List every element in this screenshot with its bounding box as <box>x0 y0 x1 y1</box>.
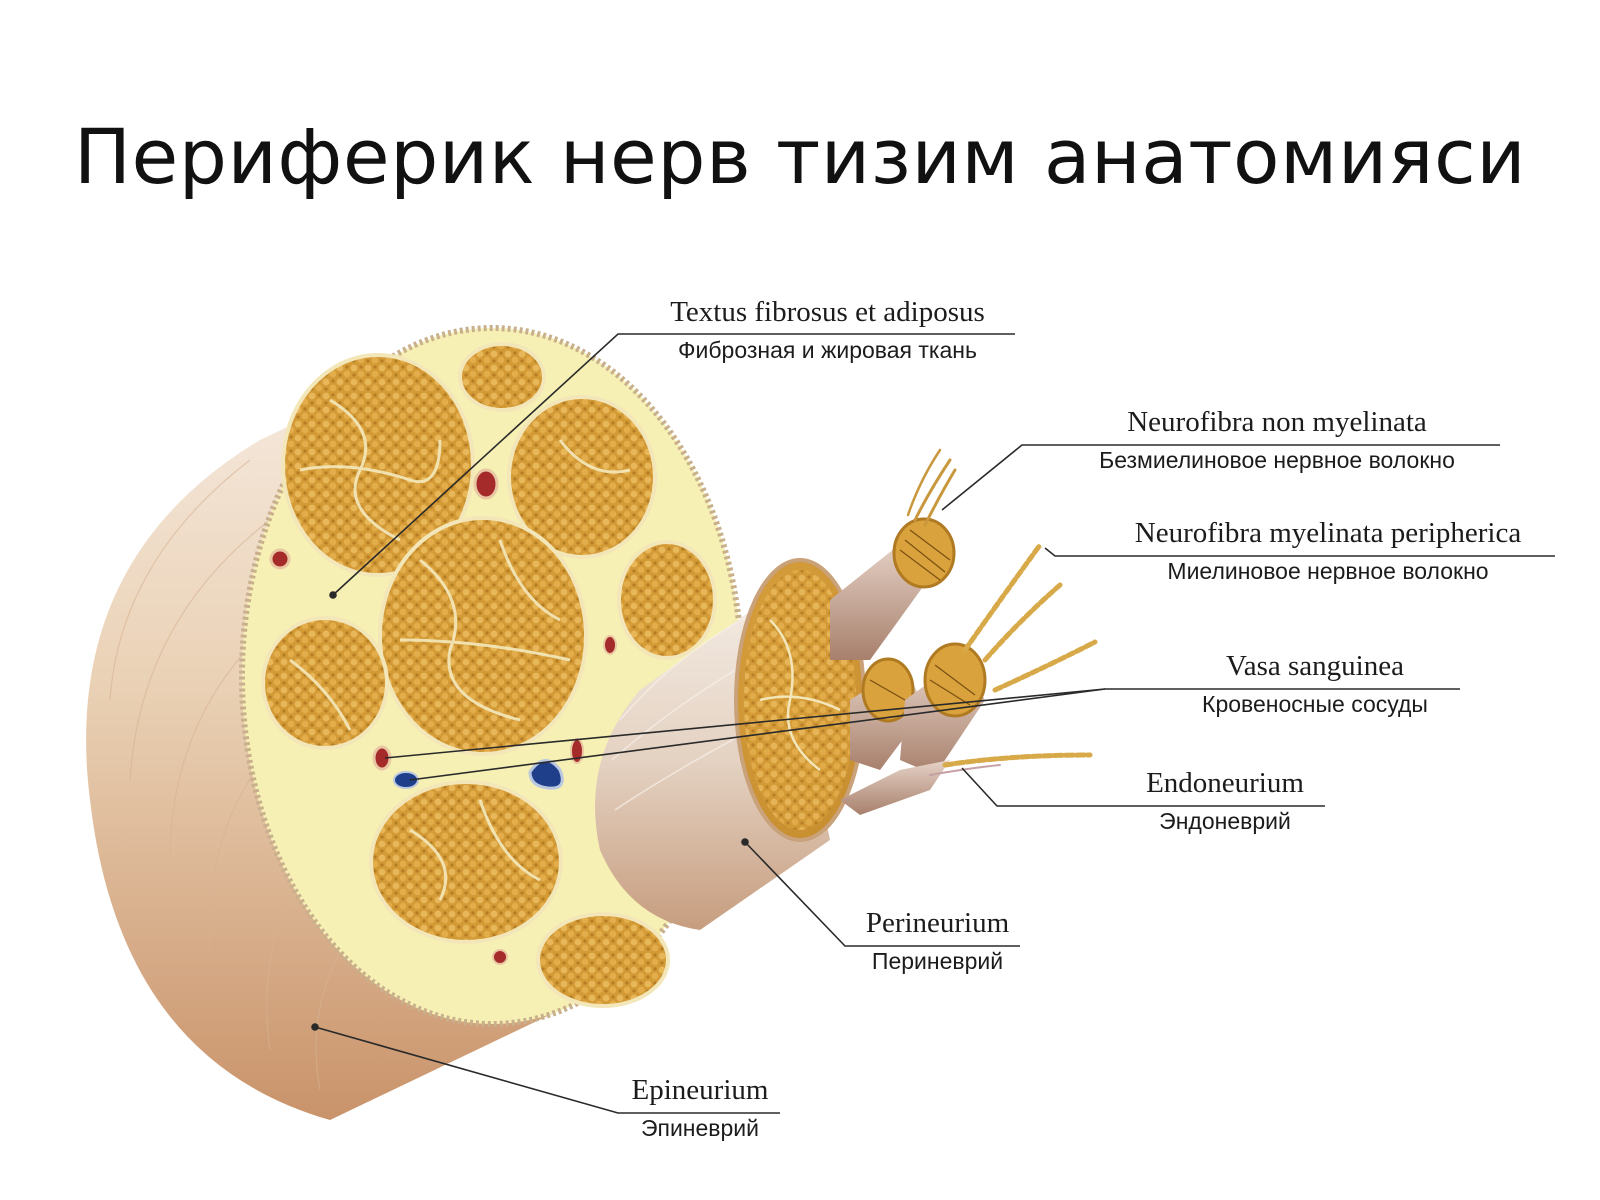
nerve-fibre-bundles <box>830 517 987 815</box>
label-fibrous-adipose-tissue: Textus fibrosus et adiposus Фиброзная и … <box>670 296 985 363</box>
slide-title: Периферик нерв тизим анатомияси <box>73 112 1527 201</box>
leader-lines <box>311 333 1555 1114</box>
label-epineurium: Epineurium Эпиневрий <box>631 1074 769 1141</box>
label-blood-vessels: Vasa sanguinea Кровеносные сосуды <box>1202 650 1428 717</box>
nerve-fibres <box>906 448 1098 776</box>
blood-vessels <box>269 468 617 965</box>
fascicles <box>261 342 717 1008</box>
label-endoneurium: Endoneurium Эндоневрий <box>1146 767 1304 834</box>
label-non-myelinated-fibre: Neurofibra non myelinata Безмиелиновое н… <box>1099 406 1455 473</box>
label-perineurium: Perineurium Периневрий <box>865 907 1010 974</box>
label-myelinated-fibre: Neurofibra myelinata peripherica Миелино… <box>1134 517 1522 584</box>
